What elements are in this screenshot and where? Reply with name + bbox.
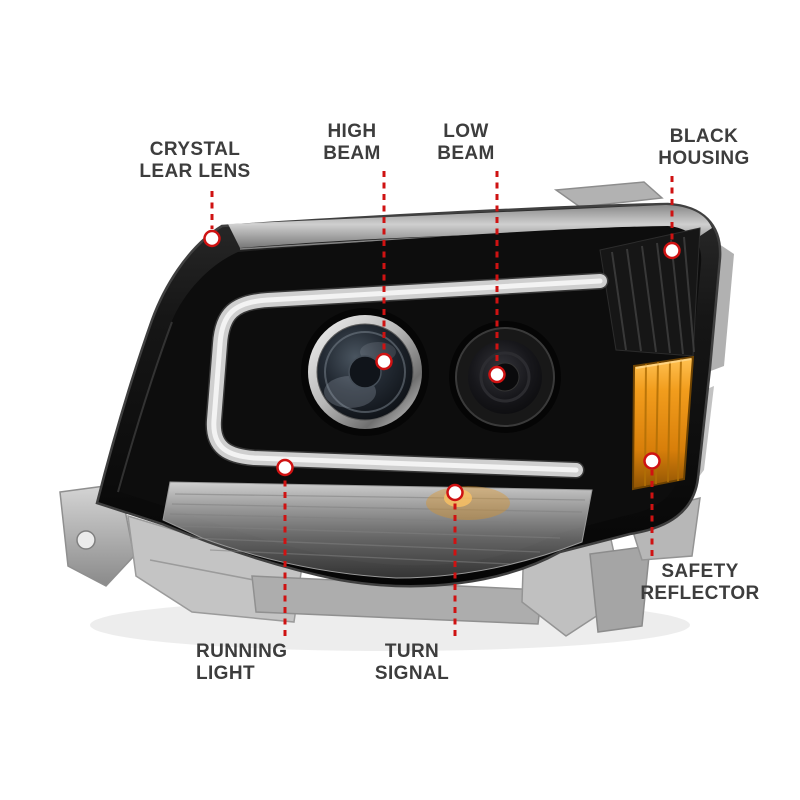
marker-safety-reflector bbox=[643, 452, 661, 470]
marker-low-beam bbox=[488, 365, 506, 384]
callout-leaders bbox=[203, 171, 681, 636]
marker-turn-signal bbox=[446, 483, 464, 502]
bracket-bolt-hole bbox=[76, 530, 96, 550]
callout-black-housing: BLACK HOUSING bbox=[648, 126, 760, 170]
callout-line: HIGH bbox=[327, 121, 377, 142]
amber-reflector bbox=[631, 355, 695, 491]
bracket-right-foot bbox=[589, 545, 651, 633]
callout-safety-reflector: SAFETY REFLECTOR bbox=[638, 561, 762, 605]
callout-line: LIGHT bbox=[196, 663, 255, 684]
callout-line: REFLECTOR bbox=[640, 583, 760, 604]
callout-turn-signal: TURN SIGNAL bbox=[364, 641, 460, 685]
marker-high-beam bbox=[375, 352, 393, 371]
top-trim-strip bbox=[228, 205, 712, 248]
callout-running-light: RUNNING LIGHT bbox=[196, 641, 316, 685]
callout-line: HOUSING bbox=[658, 148, 750, 169]
callout-line: RUNNING bbox=[196, 641, 288, 662]
callout-line: BEAM bbox=[323, 143, 381, 164]
callout-line: LOW bbox=[443, 121, 489, 142]
callout-line: BEAM bbox=[437, 143, 495, 164]
bracket-top-tab bbox=[553, 181, 664, 208]
callout-line: CRYSTAL bbox=[149, 139, 241, 160]
callout-crystal-clear-lens: CRYSTAL LEAR LENS bbox=[138, 139, 252, 183]
corner-fins bbox=[599, 227, 701, 357]
high-beam-projector bbox=[301, 308, 429, 436]
marker-crystal-clear-lens bbox=[203, 229, 221, 248]
callout-line: BLACK bbox=[669, 126, 739, 147]
callout-line: TURN bbox=[384, 641, 440, 662]
marker-black-housing bbox=[663, 241, 681, 260]
callout-line: LEAR LENS bbox=[139, 161, 251, 182]
callout-low-beam: LOW BEAM bbox=[424, 121, 508, 165]
callout-line: SAFETY bbox=[661, 561, 739, 582]
callout-line: SIGNAL bbox=[374, 663, 450, 684]
lower-lens bbox=[162, 481, 593, 579]
left-edge-highlight bbox=[117, 321, 173, 493]
drl-light-bar bbox=[205, 272, 609, 479]
callout-high-beam: HIGH BEAM bbox=[308, 121, 396, 165]
marker-running-light bbox=[276, 458, 294, 477]
lens-striations bbox=[169, 493, 586, 565]
